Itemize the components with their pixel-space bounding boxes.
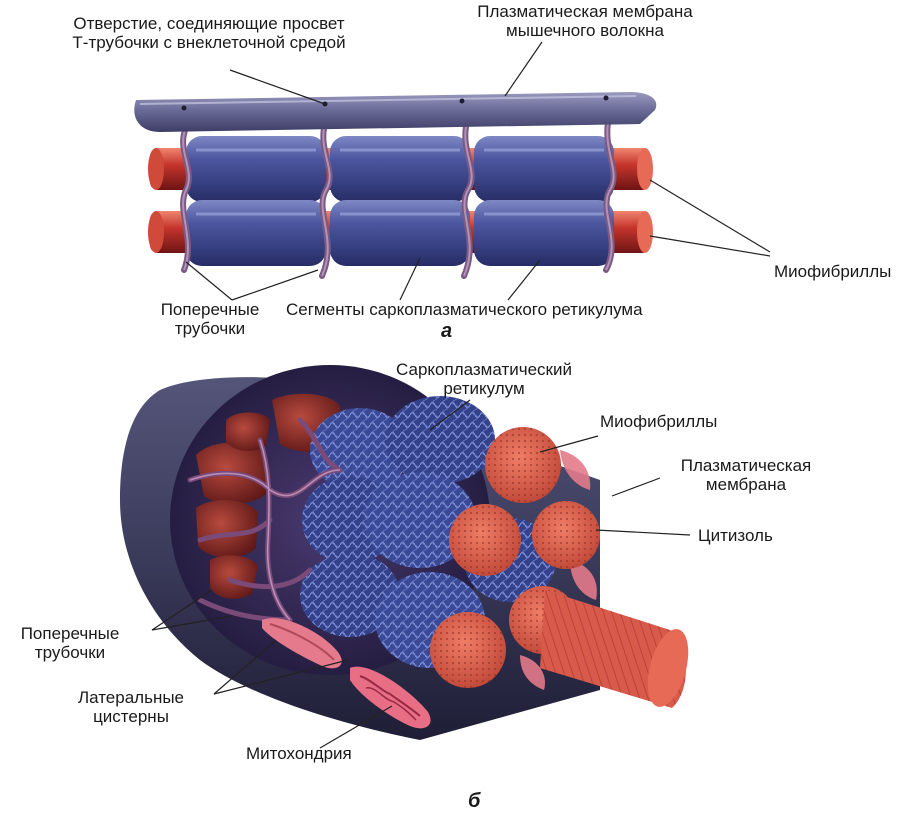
label-plasma-membrane-b: Плазматическая мембрана [680,456,812,494]
myofibril-end-lower-right [637,211,653,253]
leader-sr-b [429,399,471,431]
label-t-tubules-a: Поперечные трубочки [160,300,260,338]
leader-lines [151,41,771,749]
protruding-myofibril [540,590,689,708]
leader-openings [229,69,326,105]
sr-segments-lower-row [186,200,614,266]
label-mitochondria: Митохондрия [246,744,352,763]
panel-b-illustration [120,365,689,740]
leader-membrane-a [504,41,543,97]
myofibril-end-lower-left [148,211,164,253]
membrane-openings [181,95,609,111]
leader-myofibril-a2 [649,235,771,257]
plasma-membrane-sheet [134,92,657,132]
leader-sr-a1 [399,257,421,301]
cytosol-regions [520,450,597,690]
myofibril-end-upper-right [637,148,653,190]
sr-segments-upper-row [186,136,614,202]
mitochondria [350,666,431,729]
leader-ttubule-a2 [231,269,319,301]
label-myofibrils-b: Миофибриллы [600,412,718,431]
leader-mitochondria [319,705,393,749]
leader-sr-a2 [507,259,541,301]
panel-letter-b: б [468,790,481,812]
panel-a-illustration [134,92,657,279]
lateral-cisterns [262,618,342,669]
label-lateral-cisterns: Латеральные цистерны [77,688,185,726]
leader-membrane-b [611,477,661,497]
label-myofibrils-a: Миофибриллы [774,262,892,281]
label-openings: Отверстие, соединяющие просвет Т-трубочк… [72,14,346,52]
leader-cytosol [595,529,691,536]
label-t-tubules-b: Поперечные трубочки [20,624,120,662]
leader-ttubule-b2 [151,615,233,631]
panel-letter-a: а [441,320,453,342]
leader-ttubule-a1 [185,261,233,301]
leader-myofibril-a1 [649,179,771,253]
leader-ttubule-b1 [151,589,213,631]
leader-cisterns-2 [213,659,349,695]
myofibril-end-upper-left [148,148,164,190]
leader-myofibril-b [539,435,599,453]
label-plasma-membrane-a: Плазматическая мембрана мышечного волокн… [477,2,693,40]
label-cytosol: Цитизоль [698,526,773,545]
myofibril-cross-sections [430,427,600,688]
label-sr-segments: Сегменты саркоплазматического ретикулума [286,300,643,319]
label-sarcoplasmic-reticulum: Саркоплазматический ретикулум [396,360,572,398]
leader-cisterns-1 [213,639,277,695]
